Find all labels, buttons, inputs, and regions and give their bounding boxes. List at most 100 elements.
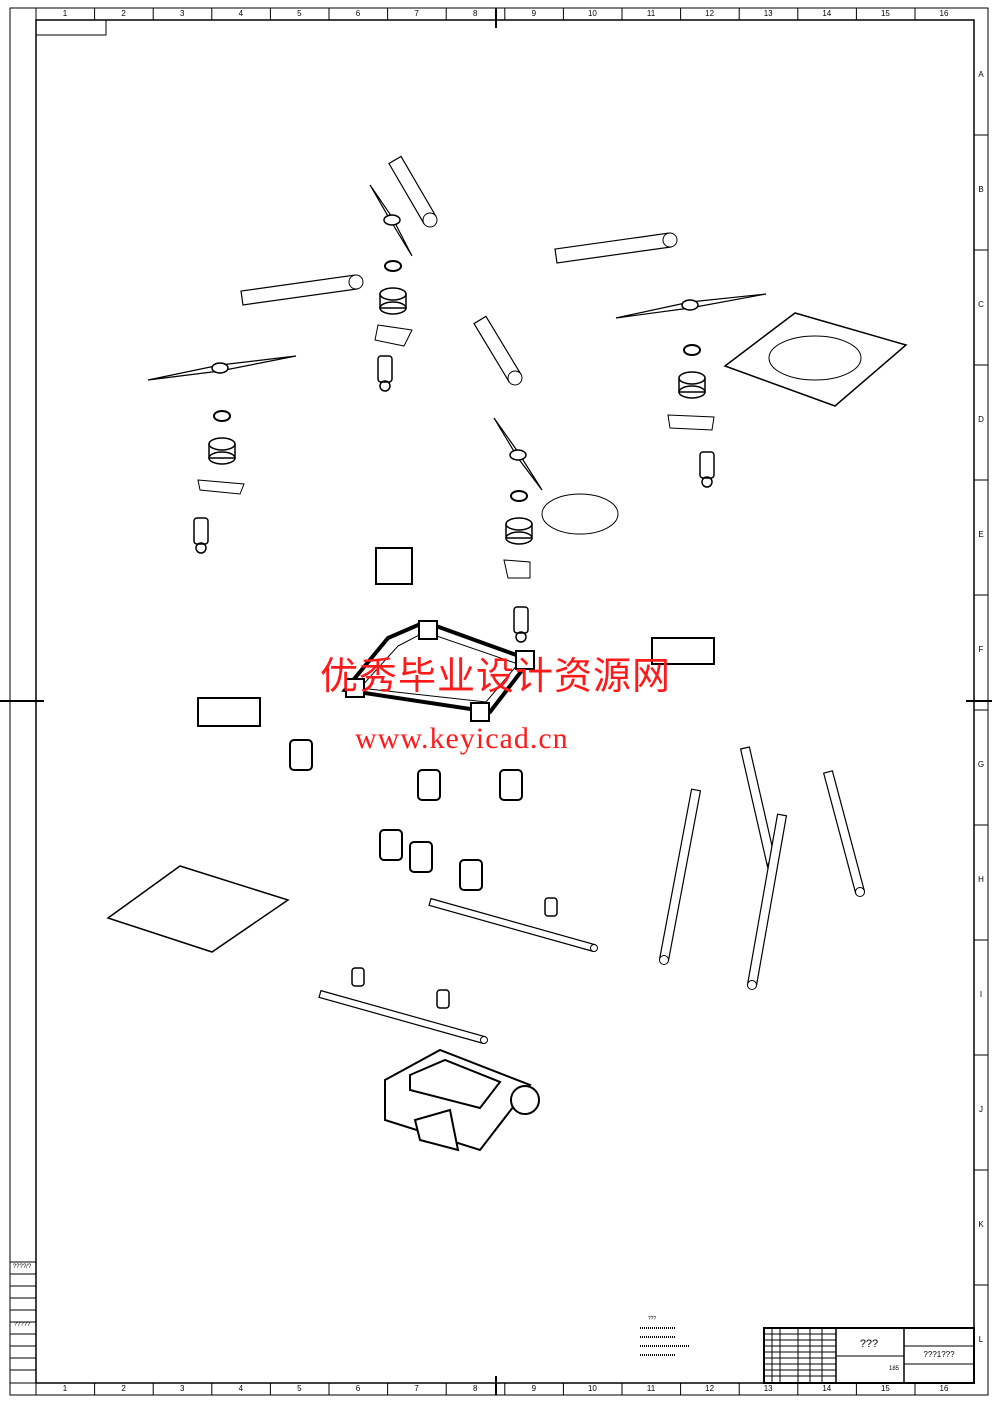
rod-end (480, 1036, 488, 1044)
column-label-bottom: 6 (355, 1384, 361, 1393)
fastener (436, 989, 450, 1009)
watermark-chinese: 优秀毕业设计资源网 (320, 654, 672, 698)
column-label-bottom: 3 (179, 1384, 185, 1393)
title-block-code: ???1??? (923, 1350, 955, 1359)
motor-cap (683, 344, 701, 356)
rod-end (659, 955, 669, 965)
arm-bracket (377, 355, 393, 383)
column-label-top: 2 (121, 9, 126, 18)
frame-joint (345, 678, 365, 698)
row-label: K (978, 1220, 984, 1229)
row-label: I (979, 990, 983, 999)
column-label-bottom: 7 (414, 1384, 419, 1393)
bottom-frame-plate (106, 865, 290, 953)
motor-bottom (678, 385, 706, 399)
rod-part (428, 897, 596, 953)
frame-joint (418, 620, 438, 640)
fastener (544, 897, 558, 917)
column-label-top: 3 (179, 9, 185, 18)
battery-handle (413, 1108, 460, 1152)
propeller-hub (383, 214, 401, 226)
row-label: F (978, 645, 984, 654)
row-label: G (977, 760, 985, 769)
battery-box-lid (409, 1058, 502, 1110)
gear-part (289, 739, 313, 771)
title-block (763, 1327, 975, 1384)
column-label-bottom: 12 (705, 1384, 715, 1393)
column-label-bottom: 5 (297, 1384, 302, 1393)
top-frame-plate (723, 312, 908, 407)
side-label-1: ????/? (12, 1264, 32, 1270)
motor-top (678, 371, 706, 385)
mount-plate (197, 479, 245, 495)
gear-part (409, 841, 433, 873)
rod-part (658, 788, 702, 962)
motor-top (379, 287, 407, 301)
arm-bracket (699, 451, 715, 479)
arm-bracket (513, 606, 529, 634)
corner-box (35, 19, 107, 36)
rod-end (590, 944, 598, 952)
motor-bottom (505, 531, 533, 545)
bracket-foot (701, 476, 713, 488)
motor-cap (213, 410, 231, 422)
column-label-top: 5 (297, 9, 302, 18)
motor-bottom (208, 451, 236, 465)
bracket-foot (515, 631, 527, 643)
propeller-hub (509, 449, 527, 461)
rod-part (554, 232, 672, 264)
gear-part (499, 769, 523, 801)
rod-end (422, 212, 438, 228)
gear-part (417, 769, 441, 801)
rod-end (747, 980, 757, 990)
gear-part (459, 859, 483, 891)
rod-end (507, 370, 523, 386)
rod-part (822, 770, 866, 894)
column-label-bottom: 9 (531, 1384, 537, 1393)
mount-plate (667, 414, 715, 431)
frame-joint (470, 702, 490, 722)
title-block-name: ??? (859, 1338, 879, 1350)
propeller-hub (211, 362, 229, 374)
column-label-bottom: 11 (646, 1384, 656, 1393)
rod-part (318, 989, 486, 1045)
column-label-bottom: 1 (62, 1384, 68, 1393)
column-label-bottom: 8 (472, 1384, 478, 1393)
arm-bracket (193, 517, 209, 545)
column-label-top: 12 (705, 9, 715, 18)
rod-end (348, 274, 364, 290)
column-label-bottom: 14 (822, 1384, 832, 1393)
mount-plate (374, 324, 413, 347)
row-label: L (978, 1335, 984, 1344)
notes-heading: ??? (647, 1316, 657, 1322)
rod-part (240, 274, 358, 306)
column-label-top: 7 (414, 9, 419, 18)
frame-joint (515, 650, 535, 670)
servo-box (651, 637, 715, 665)
column-label-top: 1 (62, 9, 68, 18)
title-block-scale: 185 (888, 1366, 899, 1372)
column-label-bottom: 13 (763, 1384, 773, 1393)
column-label-top: 14 (822, 9, 832, 18)
column-label-top: 11 (646, 9, 656, 18)
mount-plate (503, 559, 531, 579)
rod-end (855, 887, 865, 897)
row-label: J (979, 1105, 983, 1114)
column-label-top: 6 (355, 9, 361, 18)
side-label-2: ????? (13, 1322, 31, 1328)
fastener (351, 967, 365, 987)
row-label: H (978, 875, 984, 884)
column-label-top: 13 (763, 9, 773, 18)
row-label: C (978, 300, 984, 309)
column-label-bottom: 2 (121, 1384, 126, 1393)
round-plate (541, 493, 619, 535)
battery-cylinder (510, 1085, 540, 1115)
column-label-bottom: 4 (238, 1384, 244, 1393)
rod-end (662, 232, 678, 248)
row-label: E (978, 530, 984, 539)
column-label-bottom: 15 (880, 1384, 890, 1393)
column-label-top: 10 (587, 9, 597, 18)
column-label-top: 16 (939, 9, 949, 18)
